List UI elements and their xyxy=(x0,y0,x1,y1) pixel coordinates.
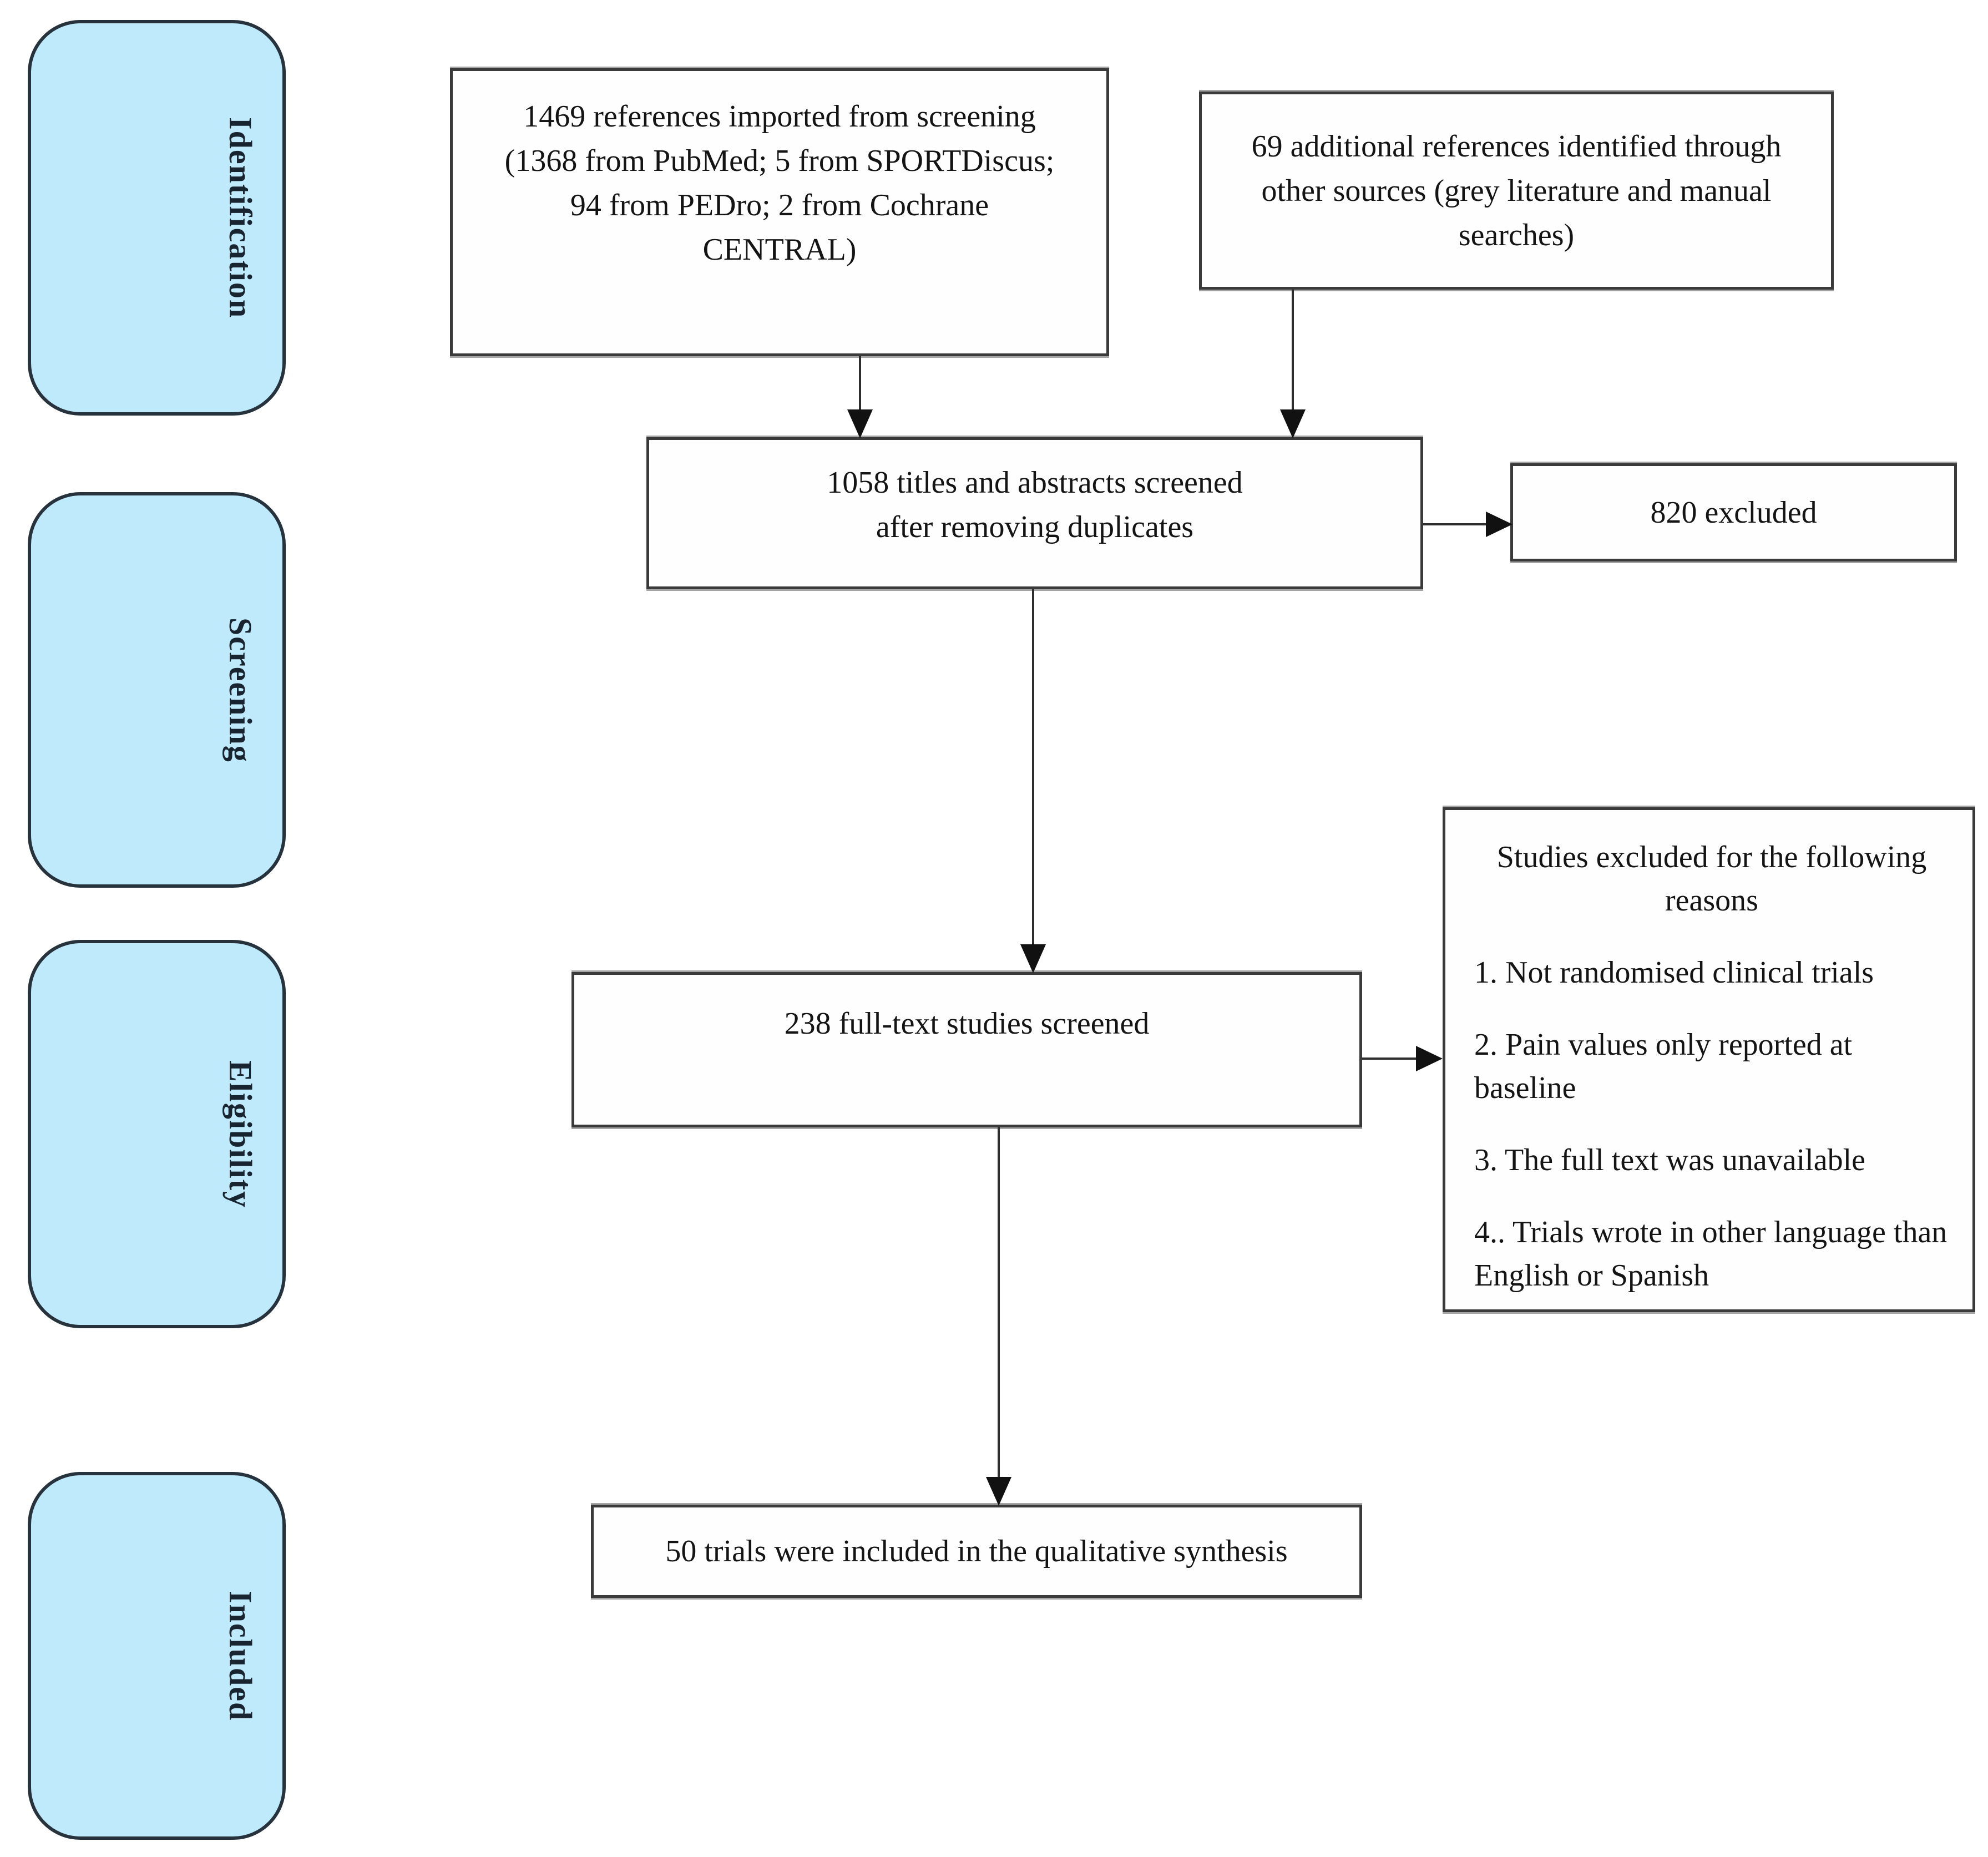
box-exclusion-reasons: Studies excluded for the following reaso… xyxy=(1443,807,1975,1312)
exclusion-reasons-heading-line-2: reasons xyxy=(1665,883,1758,918)
references-imported-line-1: 1469 references imported from screening xyxy=(523,99,1036,134)
arrowhead-screened-to-excluded xyxy=(1486,512,1513,537)
connector-additional-to-screened-line xyxy=(1292,290,1294,411)
trials-included-label: 50 trials were included in the qualitati… xyxy=(665,1534,1288,1568)
box-additional-references: 69 additional references identified thro… xyxy=(1199,92,1834,290)
stage-screening-label: Screening xyxy=(222,617,259,763)
stage-screening: Screening xyxy=(28,492,286,888)
titles-screened-line-2: after removing duplicates xyxy=(876,510,1194,544)
additional-references-line-2: other sources (grey literature and manua… xyxy=(1261,173,1772,208)
titles-screened-line-1: 1058 titles and abstracts screened xyxy=(827,465,1243,500)
arrowhead-additional-to-screened xyxy=(1280,409,1306,438)
additional-references-line-3: searches) xyxy=(1458,217,1575,252)
exclusion-reason-1: 1. Not randomised clinical trials xyxy=(1474,955,1874,990)
box-trials-included: 50 trials were included in the qualitati… xyxy=(591,1505,1362,1598)
stage-eligibility-label: Eligibility xyxy=(222,1060,259,1208)
box-fulltext-screened: 238 full-text studies screened xyxy=(571,972,1362,1127)
box-titles-abstracts-screened: 1058 titles and abstracts screened after… xyxy=(646,437,1423,589)
stage-identification: Identification xyxy=(28,20,286,416)
connector-screened-to-fulltext-line xyxy=(1032,589,1034,945)
box-excluded-820: 820 excluded xyxy=(1510,463,1957,561)
stage-included-label: Included xyxy=(222,1590,259,1722)
connector-screened-to-excluded-line xyxy=(1423,523,1489,525)
connector-fulltext-to-included-line xyxy=(998,1127,1000,1478)
stage-eligibility: Eligibility xyxy=(28,940,286,1328)
box-references-imported: 1469 references imported from screening … xyxy=(450,68,1109,356)
fulltext-screened-label: 238 full-text studies screened xyxy=(784,1006,1150,1041)
exclusion-reasons-heading-line-1: Studies excluded for the following xyxy=(1496,840,1927,874)
excluded-820-label: 820 excluded xyxy=(1650,495,1817,530)
exclusion-reasons-heading: Studies excluded for the following reaso… xyxy=(1474,836,1949,922)
exclusion-reason-4: 4.. Trials wrote in other language than … xyxy=(1474,1215,1947,1293)
exclusion-reason-3: 3. The full text was unavailable xyxy=(1474,1143,1865,1177)
stage-identification-label: Identification xyxy=(222,117,259,319)
connector-fulltext-to-reasons-line xyxy=(1362,1057,1418,1060)
arrowhead-fulltext-to-included xyxy=(986,1477,1011,1506)
references-imported-line-3: 94 from PEDro; 2 from Cochrane xyxy=(570,188,989,222)
additional-references-line-1: 69 additional references identified thro… xyxy=(1251,129,1782,164)
arrowhead-imported-to-screened xyxy=(847,409,873,438)
references-imported-line-4: CENTRAL) xyxy=(702,232,857,267)
arrowhead-fulltext-to-reasons xyxy=(1416,1046,1443,1071)
references-imported-line-2: (1368 from PubMed; 5 from SPORTDiscus; xyxy=(504,144,1055,178)
exclusion-reason-2: 2. Pain values only reported at baseline xyxy=(1474,1028,1853,1105)
stage-included: Included xyxy=(28,1472,286,1840)
arrowhead-screened-to-fulltext xyxy=(1020,944,1046,973)
connector-imported-to-screened-line xyxy=(859,356,861,411)
